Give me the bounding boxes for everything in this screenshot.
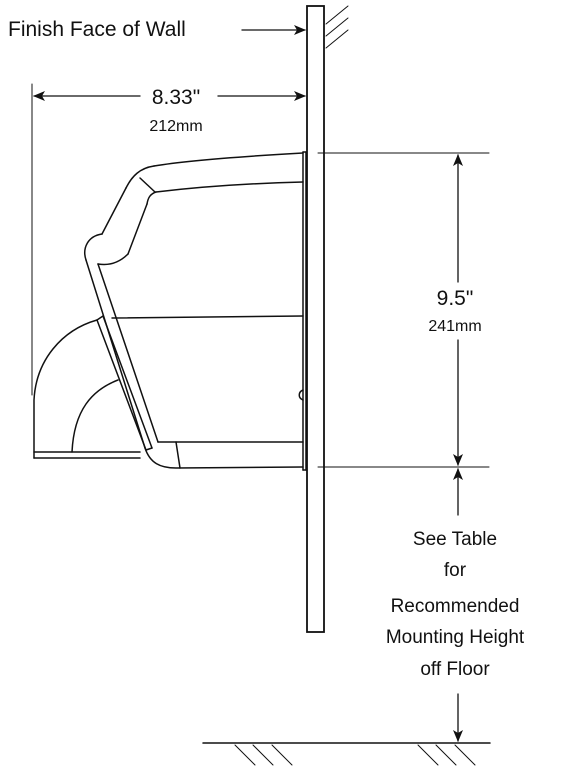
- wall-panel: [306, 5, 325, 633]
- note-line-see-table: See Table: [413, 529, 497, 550]
- finish-face-label: Finish Face of Wall: [8, 18, 186, 41]
- width-inches-label: 8.33": [152, 86, 200, 109]
- floor-hatch: [234, 744, 476, 766]
- height-mm-label: 241mm: [428, 318, 481, 335]
- note-line-off-floor: off Floor: [420, 659, 490, 680]
- mounting-height-note: See Table for Recommended Mounting Heigh…: [386, 529, 525, 680]
- wall-hatch: [325, 5, 349, 49]
- note-line-recommended: Recommended: [391, 596, 520, 617]
- note-line-mounting-height: Mounting Height: [386, 627, 525, 648]
- height-inches-label: 9.5": [437, 287, 474, 310]
- hand-dryer-profile: [33, 151, 307, 471]
- width-mm-label: 212mm: [149, 118, 202, 135]
- note-line-for: for: [444, 560, 467, 581]
